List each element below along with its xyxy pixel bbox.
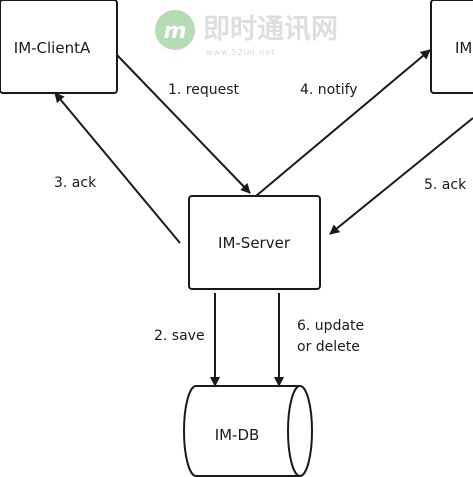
node-client-a: IM-ClientA — [0, 0, 118, 94]
edges — [54, 49, 473, 387]
node-client-a-label: IM-ClientA — [14, 39, 91, 57]
node-db: IM-DB — [183, 385, 313, 477]
edge-notify — [255, 49, 431, 197]
watermark-badge-icon: m — [155, 10, 195, 50]
node-server-label: IM-Server — [218, 234, 291, 252]
node-server: IM-Server — [188, 195, 321, 290]
watermark-brand-text: 即时通讯网 — [203, 14, 338, 45]
node-db-label: IM-DB — [215, 426, 260, 444]
edge-ack-a-label: 3. ack — [54, 175, 97, 191]
watermark: m 即时通讯网 www.52im.net — [155, 10, 338, 57]
edge-save-label: 2. save — [154, 328, 205, 344]
node-client-b: IM- — [430, 0, 473, 94]
watermark-sub-text: www.52im.net — [206, 48, 275, 57]
edge-ack-a — [54, 92, 181, 244]
edge-request — [116, 54, 251, 194]
edge-notify-label: 4. notify — [300, 82, 358, 98]
edge-ack-b — [329, 117, 473, 235]
watermark-badge-letter: m — [164, 19, 187, 44]
edge-update-label-line1: 6. update — [297, 318, 364, 334]
edge-request-label: 1. request — [168, 82, 240, 98]
node-client-b-label: IM- — [455, 39, 473, 57]
edge-ack-b-label: 5. ack — [424, 177, 467, 193]
edge-update-label-line2: or delete — [297, 339, 360, 355]
